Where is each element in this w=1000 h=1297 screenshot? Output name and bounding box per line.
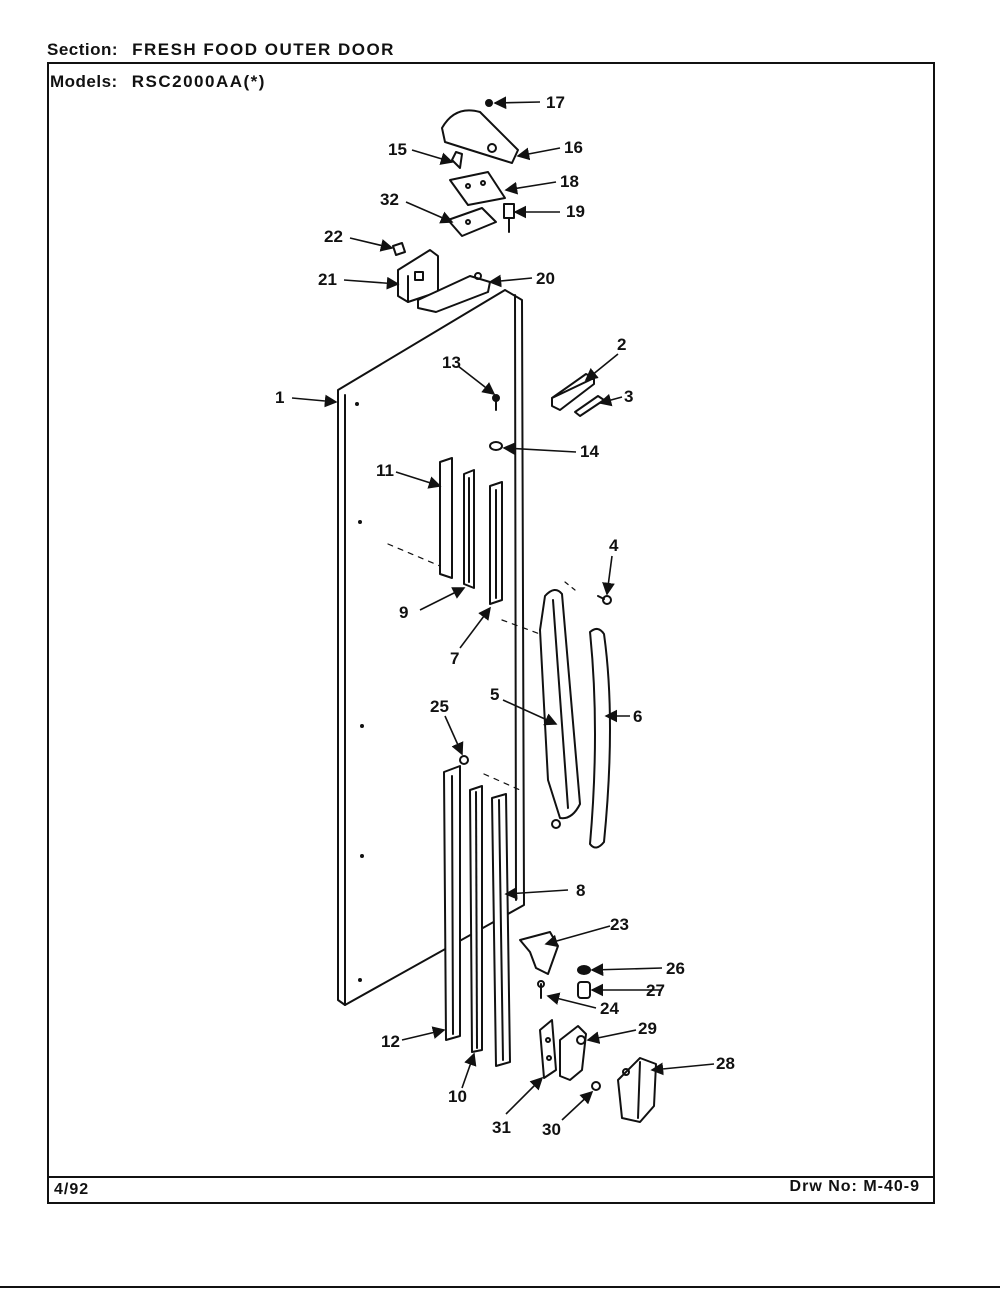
callout-28: 28 (716, 1054, 735, 1073)
handle-trim-drawing (589, 628, 611, 849)
diagram-frame (47, 62, 935, 1204)
callout-20: 20 (536, 269, 555, 288)
callout-16: 16 (564, 138, 583, 157)
callout-32: 32 (380, 190, 399, 209)
footer-divider (47, 1176, 935, 1178)
callout-13: 13 (442, 353, 461, 372)
callout-10: 10 (448, 1087, 467, 1106)
callout-19: 19 (566, 202, 585, 221)
callout-12: 12 (381, 1032, 400, 1051)
section-heading: Section: FRESH FOOD OUTER DOOR (47, 40, 395, 60)
section-label: Section: (47, 40, 119, 59)
models-heading: Models: RSC2000AA(*) (50, 72, 266, 92)
callout-31: 31 (492, 1118, 511, 1137)
callout-1: 1 (275, 388, 284, 407)
door-stop-drawing (417, 275, 491, 313)
callout-27: 27 (646, 981, 665, 1000)
callout-22: 22 (324, 227, 343, 246)
callout-24: 24 (600, 999, 619, 1018)
hinge-shim-drawing (447, 207, 497, 237)
screw-17-drawing (485, 99, 493, 107)
callout-30: 30 (542, 1120, 561, 1139)
callout-11: 11 (376, 461, 394, 480)
callout-7: 7 (450, 649, 459, 668)
callout-14: 14 (580, 442, 599, 461)
footer-drawing-number: Drw No: M-40-9 (789, 1178, 920, 1195)
callout-25: 25 (430, 697, 449, 716)
callout-6: 6 (633, 707, 642, 726)
callout-26: 26 (666, 959, 685, 978)
section-value: FRESH FOOD OUTER DOOR (132, 40, 395, 59)
callout-17: 17 (546, 93, 565, 112)
callout-9: 9 (399, 603, 408, 622)
callout-15: 15 (388, 140, 407, 159)
models-label: Models: (50, 72, 118, 91)
bottom-hinge-cover-drawing (617, 1057, 657, 1123)
top-hinge-drawing (449, 171, 506, 206)
models-value: RSC2000AA(*) (131, 72, 266, 91)
callout-2: 2 (617, 335, 626, 354)
footer-date: 4/92 (54, 1181, 90, 1198)
callout-5: 5 (490, 685, 499, 704)
callout-8: 8 (576, 881, 585, 900)
page-bottom-rule (0, 1286, 1000, 1288)
callout-18: 18 (560, 172, 579, 191)
callout-4: 4 (609, 536, 619, 555)
callout-3: 3 (624, 387, 633, 406)
callout-23: 23 (610, 915, 629, 934)
hinge-cover-drawing (441, 109, 519, 164)
callout-21: 21 (318, 270, 337, 289)
callout-29: 29 (638, 1019, 657, 1038)
